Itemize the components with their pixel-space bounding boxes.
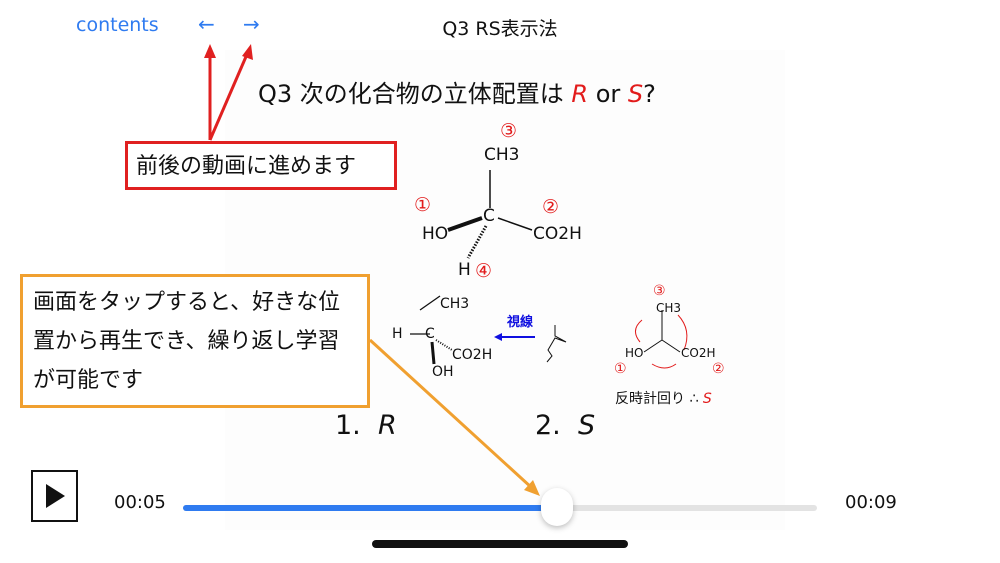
contents-link[interactable]: contents: [76, 14, 159, 36]
mol3-priority-2: ②: [712, 361, 725, 377]
q-or: or: [588, 80, 628, 108]
play-button[interactable]: [31, 470, 78, 522]
next-video-arrow-icon[interactable]: →: [243, 12, 260, 36]
seek-bar[interactable]: [183, 505, 817, 511]
priority-4: ④: [475, 260, 493, 282]
mol3-ch3: CH3: [656, 301, 682, 315]
choice-1-num: 1.: [335, 410, 361, 441]
mol3-co2h: CO2H: [681, 346, 716, 360]
mol3-ho: HO: [625, 346, 644, 360]
mol2-ch3: CH3: [440, 296, 470, 312]
h-label: H: [458, 260, 471, 280]
mol2-c: C: [425, 326, 435, 342]
ho-label: HO: [422, 224, 449, 244]
priority-1: ①: [414, 194, 432, 216]
ch3-label: CH3: [484, 145, 520, 165]
mol2-co2h: CO2H: [452, 347, 493, 363]
q-r: R: [571, 80, 589, 108]
nav-callout: 前後の動画に進めます: [125, 141, 397, 190]
caption-result: S: [702, 391, 712, 407]
question-text: Q3 次の化合物の立体配置は R or S?: [258, 74, 656, 109]
title-text: Q3 RS表示法: [442, 18, 558, 40]
page-title: Q3 RS表示法: [0, 14, 1000, 41]
q-s: S: [627, 80, 644, 108]
seek-bar-progress: [183, 505, 558, 511]
choice-2: 2. S: [535, 410, 595, 441]
choice-2-label: S: [577, 410, 596, 441]
carbon-label: C: [483, 206, 495, 226]
co2h-label: CO2H: [533, 224, 582, 244]
current-time: 00:05: [114, 492, 166, 513]
mol3-priority-1: ①: [614, 361, 627, 377]
rotation-caption: 反時計回り ∴ S: [615, 388, 712, 408]
gaze-label: 視線: [507, 315, 534, 330]
play-icon: [45, 484, 65, 508]
previous-video-arrow-icon[interactable]: ←: [198, 12, 215, 36]
priority-3: ③: [500, 120, 518, 142]
caption-text: 反時計回り ∴: [615, 391, 703, 407]
mol2-oh: OH: [432, 364, 454, 380]
choice-2-num: 2.: [535, 410, 561, 441]
home-indicator[interactable]: [372, 540, 628, 548]
seek-thumb[interactable]: [541, 488, 574, 526]
mol2-h: H: [392, 326, 403, 342]
q-suffix: ?: [643, 80, 656, 108]
q-prefix: Q3 次の化合物の立体配置は: [258, 80, 572, 108]
molecule-bonds: [410, 170, 688, 369]
choice-1: 1. R: [335, 410, 397, 441]
duration: 00:09: [845, 492, 897, 513]
priority-2: ②: [542, 196, 560, 218]
choice-1-label: R: [377, 410, 397, 441]
mol3-priority-3: ③: [653, 283, 666, 299]
seek-callout: 画面をタップすると、好きな位置から再生でき、繰り返し学習が可能です: [20, 274, 370, 408]
